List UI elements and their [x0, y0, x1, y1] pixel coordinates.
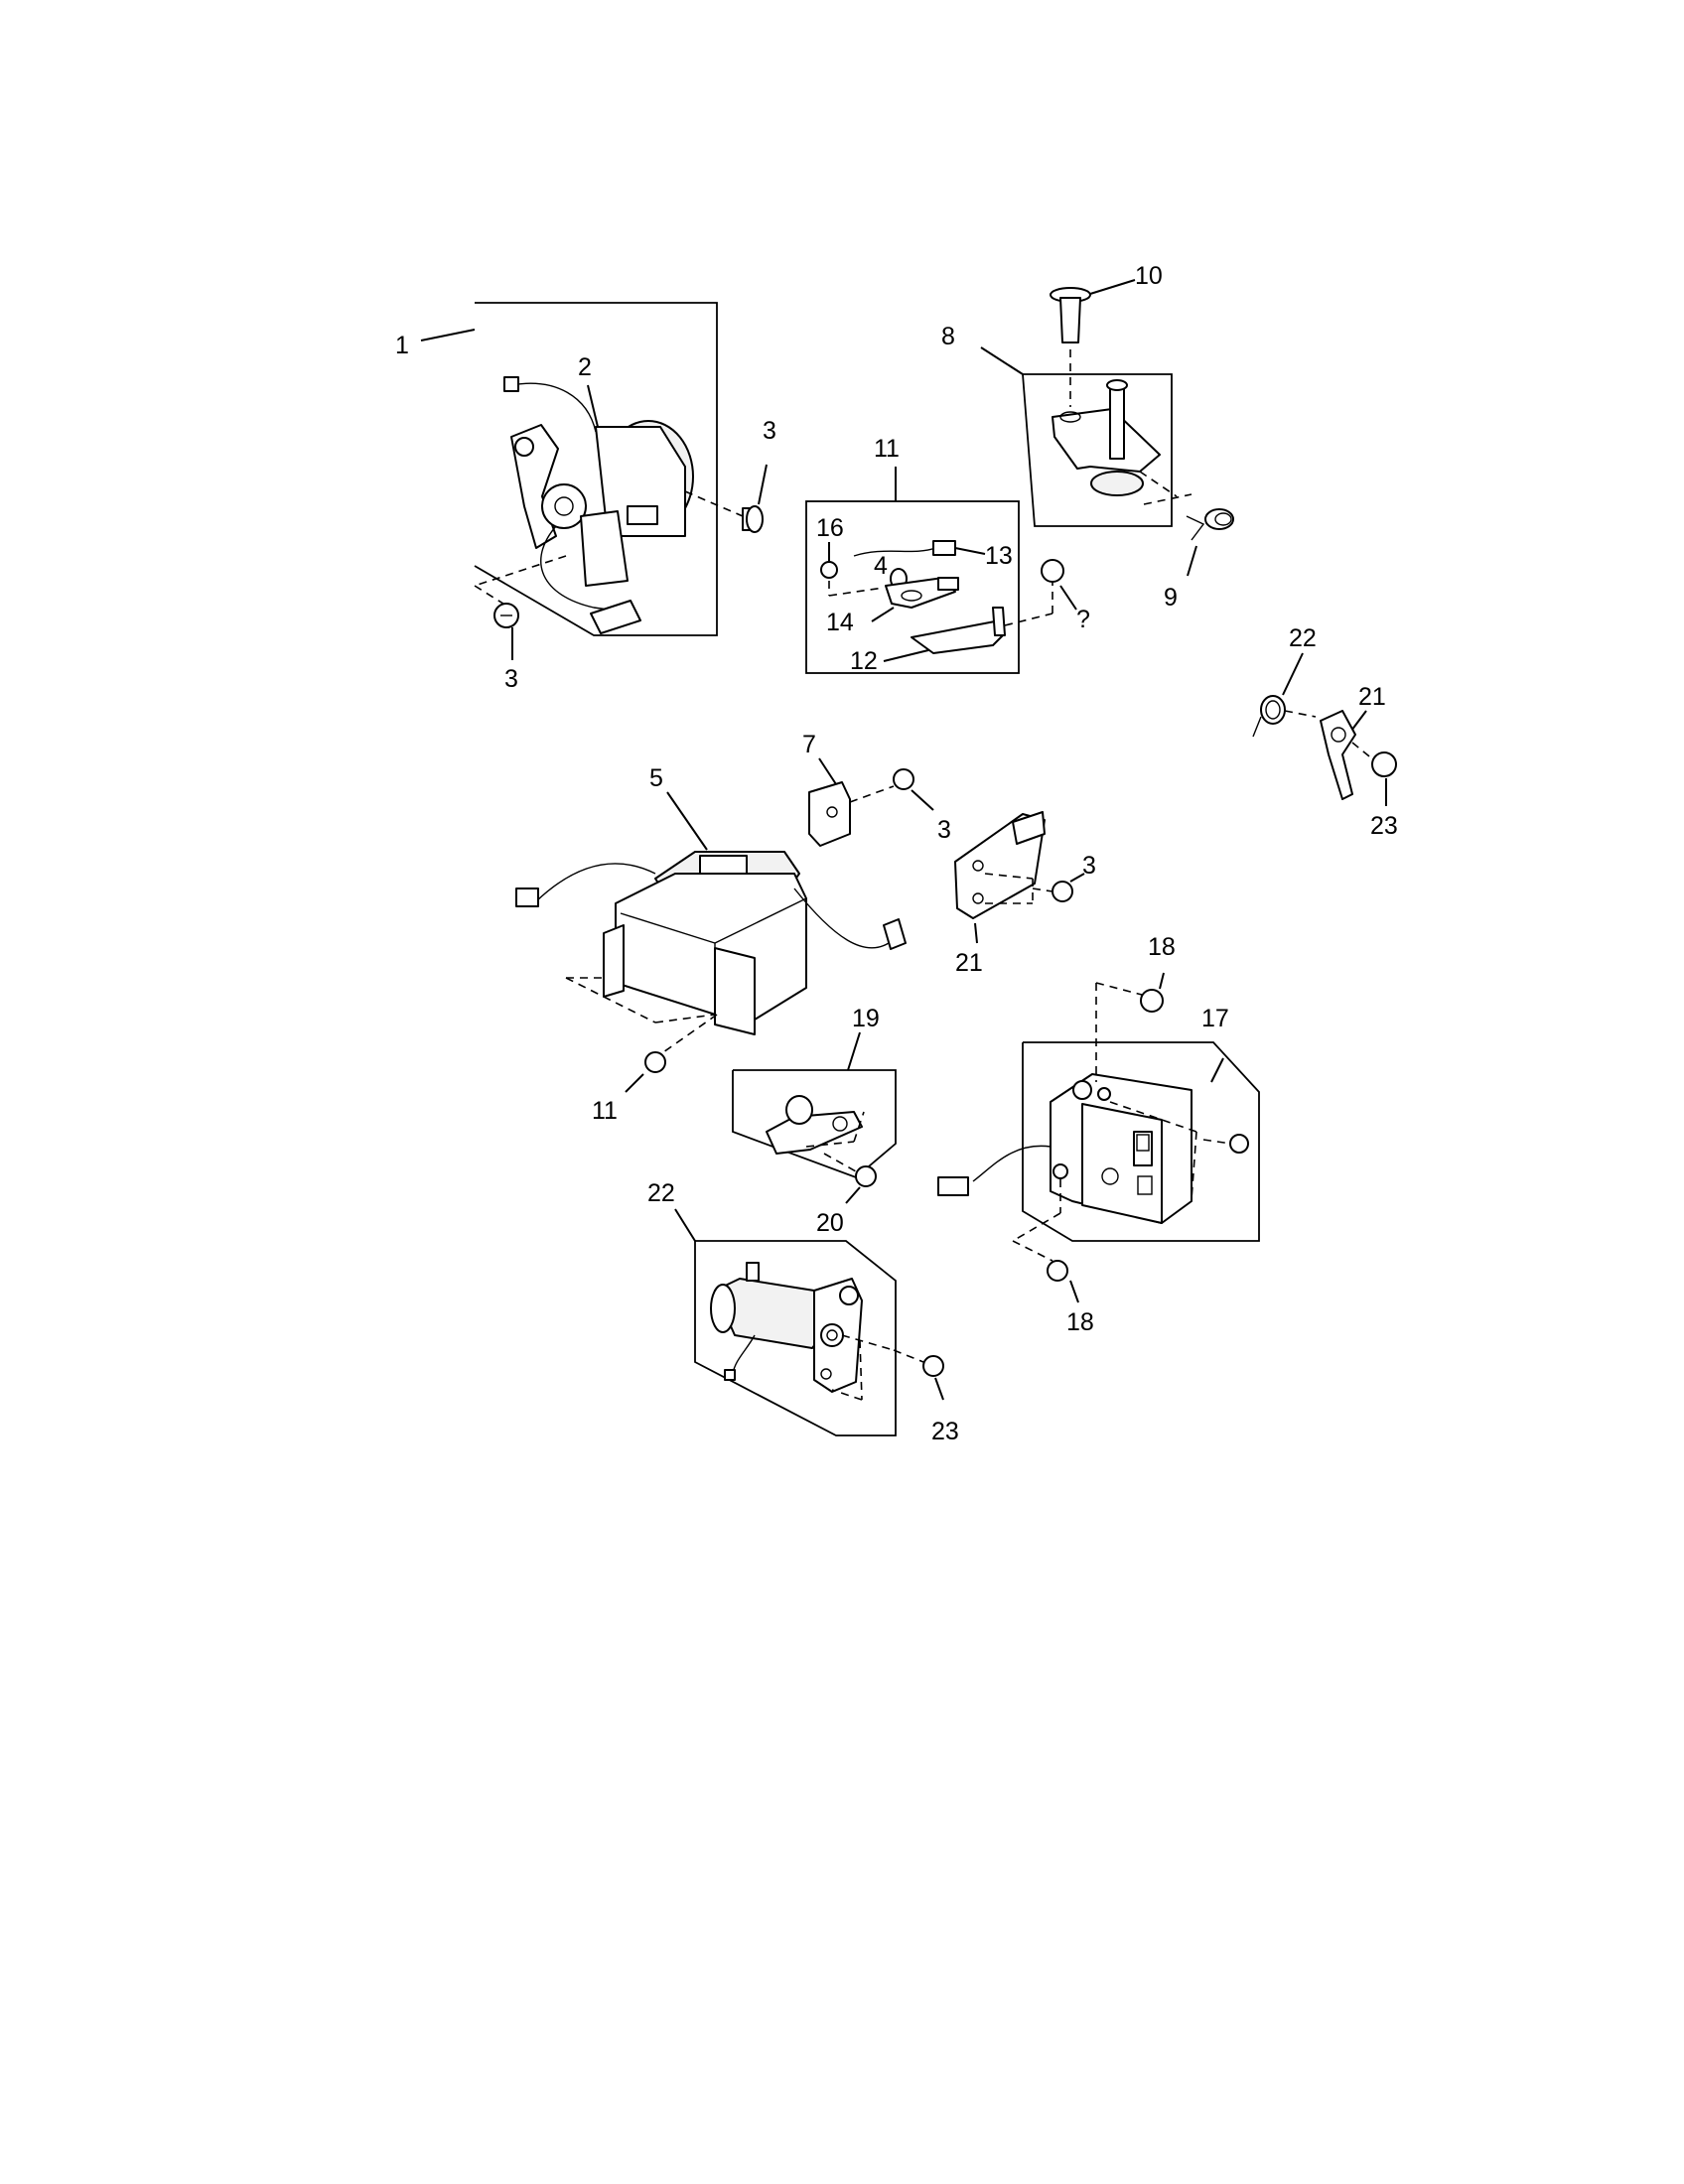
- callout-18-bottom: 18: [1066, 1308, 1094, 1336]
- screw-icon: [1371, 751, 1397, 777]
- callout-9: 9: [1164, 584, 1178, 612]
- screw-icon: [893, 768, 914, 790]
- motor-assembly-group: 1 2 3 3: [395, 302, 776, 693]
- bracket-19-group: 19 20: [732, 1005, 897, 1237]
- callout-11-screw: 11: [592, 1097, 618, 1125]
- callout-19: 19: [852, 1005, 880, 1032]
- callout-23-top: 23: [1370, 812, 1398, 840]
- screw-icon: [1041, 559, 1064, 583]
- callout-7: 7: [802, 731, 816, 758]
- lever-arm: [1320, 710, 1356, 800]
- callout-2: 2: [578, 353, 592, 381]
- wire-connector: [590, 600, 641, 634]
- spring-icon: [1204, 508, 1234, 530]
- callout-22-motor: 22: [647, 1179, 675, 1207]
- screw-top-icon: [1140, 989, 1164, 1013]
- transformer-plug-left: [515, 887, 539, 907]
- angle-bracket-part: 3 21: [954, 811, 1096, 977]
- screw-icon: [1052, 881, 1073, 902]
- callout-3-top: 3: [763, 417, 776, 445]
- callout-8: 8: [941, 323, 955, 350]
- switch-box-group: 17 18 18: [937, 933, 1260, 1336]
- callout-12: 12: [850, 647, 878, 675]
- pulley-bracket: [766, 1111, 863, 1155]
- bracket-part: [808, 781, 851, 847]
- callout-21-bracket: 21: [955, 949, 983, 977]
- mounting-plate: [911, 620, 1004, 654]
- small-bracket-part: 7 3: [802, 731, 951, 847]
- callout-16: 16: [816, 514, 844, 542]
- callout-21-top: 21: [1358, 683, 1386, 711]
- callout-18-top: 18: [1148, 933, 1176, 961]
- screw-icon: [855, 1165, 877, 1187]
- callout-4: 4: [874, 552, 888, 580]
- callout-10: 10: [1135, 262, 1163, 290]
- callout-17: 17: [1201, 1005, 1229, 1032]
- crank-arm: [1052, 408, 1161, 473]
- callout-5: 5: [649, 764, 663, 792]
- callout-3-bracket: 3: [1082, 852, 1096, 880]
- torsion-spring-icon: [1260, 695, 1286, 725]
- sensor-connector: [932, 540, 956, 556]
- rocker-switch-icon: [1133, 1131, 1153, 1166]
- callout-23-motor: 23: [931, 1418, 959, 1445]
- small-motor-group: 22 23: [647, 1179, 959, 1445]
- screw-icon: [922, 1355, 944, 1377]
- screw-bottom-icon: [1047, 1260, 1068, 1282]
- callout-question: ?: [1076, 606, 1090, 633]
- sensor-plate-group: 11 16 13 4 14 12 ?: [805, 435, 1090, 675]
- lever-spring-parts: 22 21 23: [1252, 624, 1398, 840]
- screw-icon: [746, 505, 764, 533]
- callout-3-mid: 3: [937, 816, 951, 844]
- transformer-core: [615, 873, 807, 1025]
- callout-11-group: 11: [874, 435, 900, 463]
- callout-3-left: 3: [504, 665, 518, 693]
- callout-20: 20: [816, 1209, 844, 1237]
- screw-icon: [644, 1051, 666, 1073]
- callout-14: 14: [826, 609, 854, 636]
- screw-icon: [820, 561, 838, 579]
- callout-22-top: 22: [1289, 624, 1317, 652]
- screw-right-icon: [1229, 1134, 1249, 1154]
- transformer-part: 5 11: [515, 764, 907, 1125]
- callout-1: 1: [395, 332, 409, 359]
- crank-shaft-group: 8 10 9: [941, 262, 1234, 612]
- callout-13: 13: [985, 542, 1013, 570]
- transformer-plug-right: [883, 918, 907, 950]
- switch-box-plug: [937, 1176, 969, 1196]
